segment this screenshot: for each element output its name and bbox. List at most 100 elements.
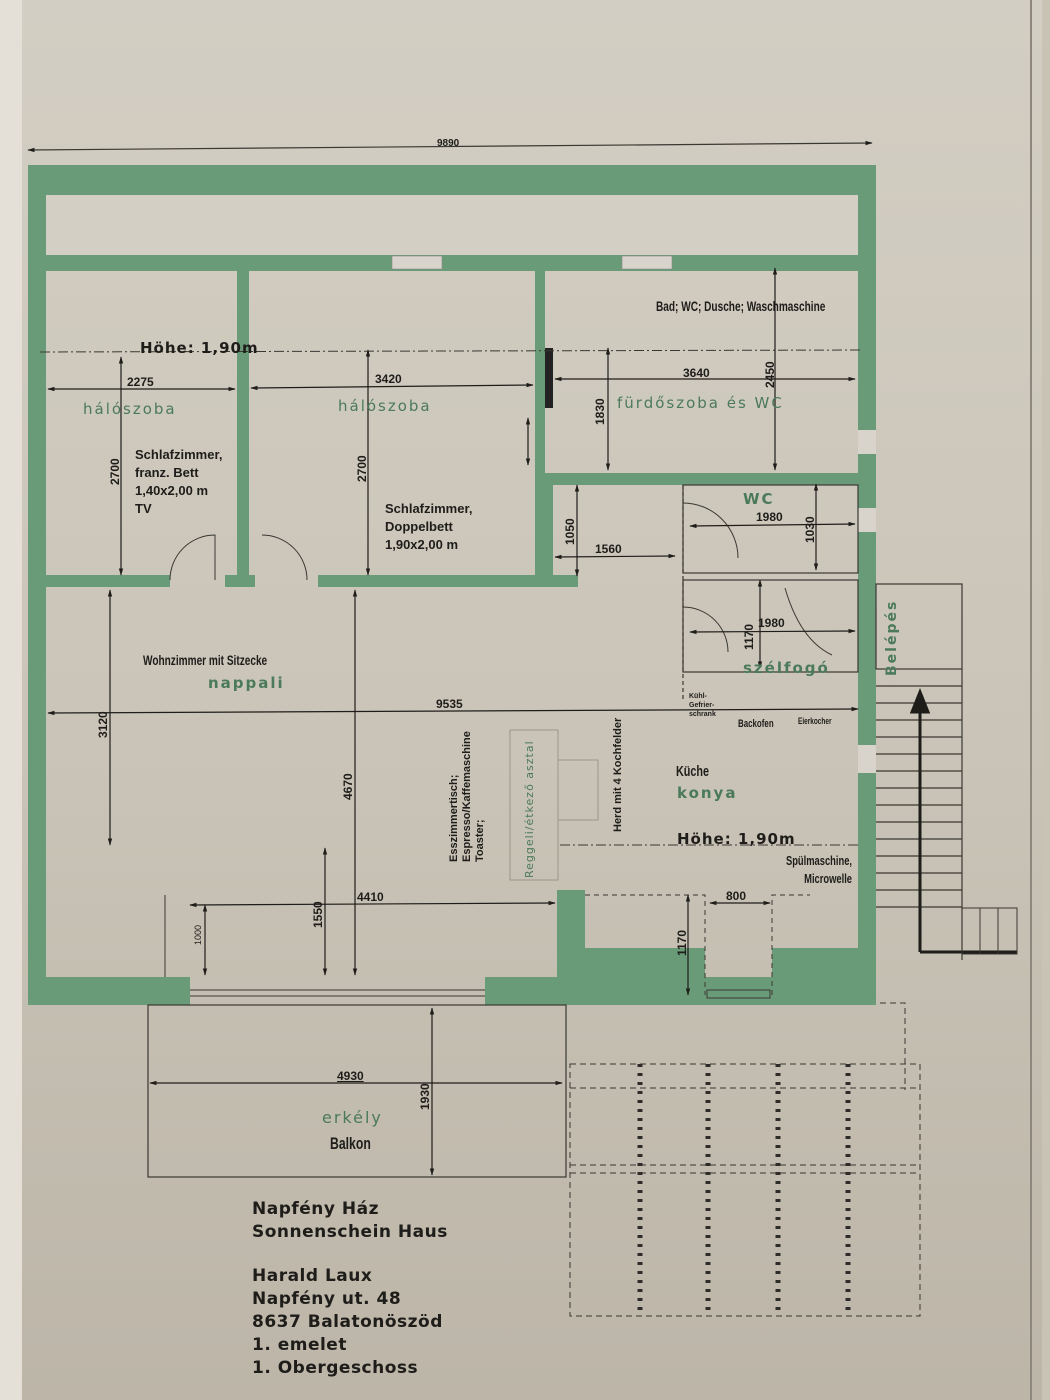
- owner-name: Harald Laux: [252, 1266, 373, 1286]
- wall-bedroom2-south: [318, 575, 578, 587]
- desc-line: Schlafzimmer,: [385, 501, 473, 516]
- dining-name: Reggeli/étkező asztal: [523, 740, 536, 878]
- window-east-3: [858, 745, 876, 773]
- bedroom1-description: Schlafzimmer, franz. Bett 1,40x2,00 m TV: [135, 446, 222, 518]
- carport-columns: [637, 1064, 851, 1316]
- vestibule-name: szélfogó: [743, 659, 830, 677]
- oven-label: Backofen: [738, 718, 774, 730]
- attic-storage: [46, 195, 858, 255]
- overall-dimension-line: [27, 140, 873, 153]
- desc-line: franz. Bett: [135, 465, 199, 480]
- desc-line: Toaster;: [474, 819, 486, 862]
- bedroom2-name: hálószoba: [338, 397, 432, 415]
- wall-kitchen-south-block: [557, 890, 585, 990]
- dining-description: Esszimmertisch; Espresso/Kaffemaschine T…: [448, 731, 487, 862]
- desc-line: 1,90x2,00 m: [385, 537, 459, 552]
- window-width: 4410: [357, 890, 384, 904]
- balcony-outline: [147, 1004, 567, 1178]
- fridge-line: Gefrier-: [689, 702, 715, 709]
- interior-walls: [40, 271, 862, 990]
- bedroom2-depth: 2700: [355, 455, 369, 482]
- egg-cooker-label: Eierkocher: [798, 716, 832, 726]
- wall-hall-west: [545, 473, 553, 578]
- bedroom1-width: 2275: [127, 375, 154, 389]
- wall-east: [858, 165, 876, 1005]
- bathroom-width: 3640: [683, 366, 710, 380]
- page-margin: [0, 0, 22, 1400]
- wall-kitchen-south: [585, 948, 705, 988]
- floor-de: 1. Obergeschoss: [252, 1358, 419, 1378]
- floor-hu: 1. emelet: [252, 1335, 347, 1355]
- overall-width-label: 9890: [437, 138, 460, 149]
- wall-bedrooms-divider: [237, 271, 249, 581]
- lower-steps: [961, 907, 1018, 955]
- bedroom1-depth: 2700: [108, 458, 122, 485]
- living-depth-a: 3120: [96, 711, 110, 738]
- bathroom-depth-a: 1830: [593, 398, 607, 425]
- balcony-name-de: Balkon: [330, 1134, 371, 1153]
- window-depth: 1550: [311, 901, 325, 928]
- street-address: Napfény ut. 48: [252, 1289, 402, 1309]
- house-name-hu: Napfény Ház: [252, 1199, 379, 1219]
- dishwasher-line: Microwelle: [804, 871, 853, 886]
- ceiling-height-label: Höhe: 1,90m: [140, 339, 259, 357]
- entrance-arrow: [909, 687, 1017, 954]
- wall-south-left: [28, 977, 190, 1005]
- living-length: 9535: [436, 697, 463, 711]
- balcony-width: 4930: [337, 1069, 364, 1083]
- window-north-1: [391, 255, 443, 270]
- bedroom2-door: [261, 534, 308, 581]
- kitchen-height-label: Höhe: 1,90m: [677, 830, 796, 848]
- kitchen-name-de: Küche: [676, 763, 710, 780]
- living-depth-b: 4670: [341, 773, 355, 800]
- bedroom1-name: hálószoba: [83, 400, 177, 418]
- desc-line: 1,40x2,00 m: [135, 483, 209, 498]
- wall-west: [28, 165, 46, 1005]
- wall-north: [28, 165, 876, 195]
- kitchen-niche: [585, 894, 810, 995]
- bedroom2-description: Schlafzimmer, Doppelbett 1,90x2,00 m: [385, 500, 472, 554]
- entrance-label: Belépés: [884, 599, 900, 676]
- wall-bath-south: [545, 473, 862, 485]
- desc-line: Schlafzimmer,: [135, 447, 223, 462]
- bathroom-name: fürdőszoba és WC: [617, 394, 784, 412]
- paper-border: [1030, 0, 1032, 1400]
- height-line-upper: [39, 349, 861, 353]
- wall-bedroom-mid: [225, 575, 255, 587]
- desc-line: Esszimmertisch;: [448, 774, 460, 862]
- fridge-line: schrank: [689, 711, 716, 718]
- window-east-1: [858, 430, 876, 454]
- hall-depth: 1050: [563, 518, 577, 545]
- info-block: Napfény Ház Sonnenschein Haus Harald Lau…: [252, 1198, 448, 1380]
- dishwasher-line: Spülmaschine,: [785, 853, 853, 868]
- wc-depth: 1030: [803, 516, 817, 543]
- stove-label: Herd mit 4 Kochfelder: [612, 717, 624, 832]
- stove-outline: [557, 759, 599, 821]
- bathroom-description: Bad; WC; Dusche; Waschmaschine: [656, 298, 826, 314]
- bedroom2-width: 3420: [375, 372, 402, 386]
- balcony-name-hu: erkély: [322, 1108, 383, 1127]
- balcony-door: [164, 895, 485, 997]
- fridge-label: Kühl- Gefrier- schrank: [689, 692, 716, 719]
- wc-name: WC: [743, 490, 775, 508]
- kitchen-name-hu: konya: [677, 784, 738, 802]
- spacer: [252, 1244, 448, 1265]
- bath-door-frame: [545, 348, 553, 408]
- city: 8637 Balatonöszöd: [252, 1312, 443, 1332]
- vestibule-width: 1980: [758, 616, 785, 630]
- bedroom1-door: [169, 534, 216, 581]
- entrance-door-swing: [784, 587, 833, 656]
- living-description: Wohnzimmer mit Sitzecke: [143, 652, 268, 668]
- living-name: nappali: [208, 674, 285, 692]
- desc-line: Doppelbett: [385, 519, 453, 534]
- niche-threshold: [706, 989, 771, 999]
- wc-door-swing: [682, 502, 739, 559]
- vestibule-door-swing: [682, 606, 729, 653]
- niche-width: 800: [726, 889, 747, 903]
- dishwasher-label: Spülmaschine, Microwelle: [784, 852, 852, 888]
- desc-line: TV: [135, 501, 152, 516]
- bathroom-depth-b: 2450: [763, 361, 777, 388]
- desc-line: Espresso/Kaffemaschine: [461, 731, 473, 862]
- niche-depth: 1170: [675, 929, 689, 956]
